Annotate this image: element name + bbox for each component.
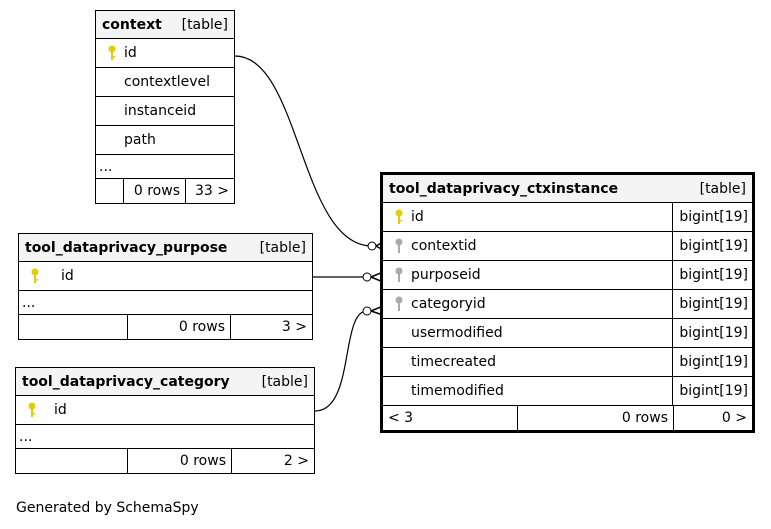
column-name: usermodified <box>411 325 503 341</box>
children-count[interactable]: 3 > <box>281 319 307 335</box>
foreign-key-icon <box>389 238 409 254</box>
column-name: timecreated <box>411 354 496 370</box>
more-columns: ... <box>16 425 314 449</box>
ctxinstance-table[interactable]: tool_dataprivacy_ctxinstance [table] id … <box>380 172 755 433</box>
row-count: 0 rows <box>128 315 231 339</box>
table-name: context <box>102 16 162 33</box>
column-row[interactable]: contextlevel <box>96 68 234 97</box>
column-row[interactable]: purposeid bigint[19] <box>383 261 752 290</box>
column-name: id <box>124 45 137 61</box>
column-row[interactable]: id bigint[19] <box>383 203 752 232</box>
column-name: contextid <box>411 238 477 254</box>
purpose-table[interactable]: tool_dataprivacy_purpose [table] id ... … <box>18 233 313 340</box>
table-footer: 0 rows 2 > <box>16 449 314 473</box>
column-row[interactable]: path <box>96 126 234 155</box>
row-count: 0 rows <box>124 179 186 203</box>
table-type: [table] <box>261 373 308 390</box>
column-type: bigint[19] <box>672 377 752 405</box>
column-row[interactable]: id <box>16 396 314 425</box>
column-row[interactable]: usermodified bigint[19] <box>383 319 752 348</box>
category-link-circle <box>362 306 372 316</box>
table-name: tool_dataprivacy_ctxinstance <box>389 180 619 197</box>
context-link-circle <box>367 241 377 251</box>
table-footer: 0 rows 33 > <box>96 179 234 203</box>
table-header: tool_dataprivacy_purpose [table] <box>19 234 312 262</box>
row-count: 0 rows <box>518 406 674 430</box>
table-footer: 0 rows 3 > <box>19 315 312 339</box>
foreign-key-icon <box>389 267 409 283</box>
column-type: bigint[19] <box>672 290 752 318</box>
column-name: instanceid <box>124 103 197 119</box>
table-header: context [table] <box>96 11 234 39</box>
context-to-ctxinstance-line <box>234 55 373 247</box>
column-name: categoryid <box>411 296 486 312</box>
column-type: bigint[19] <box>672 261 752 289</box>
column-row[interactable]: id <box>19 262 312 291</box>
table-header: tool_dataprivacy_ctxinstance [table] <box>383 175 752 203</box>
column-type: bigint[19] <box>672 203 752 231</box>
category-table[interactable]: tool_dataprivacy_category [table] id ...… <box>15 367 315 474</box>
parents-count[interactable]: < 3 <box>383 406 518 430</box>
table-type: [table] <box>699 180 746 197</box>
column-name: purposeid <box>411 267 481 283</box>
column-name: contextlevel <box>124 74 211 90</box>
column-row[interactable]: categoryid bigint[19] <box>383 290 752 319</box>
row-count: 0 rows <box>128 449 232 473</box>
context-table[interactable]: context [table] id contextlevel instance… <box>95 10 235 204</box>
children-count[interactable]: 2 > <box>283 453 309 469</box>
category-to-ctxinstance-line <box>314 310 368 412</box>
table-name: tool_dataprivacy_category <box>22 373 230 390</box>
table-type: [table] <box>181 16 228 33</box>
primary-key-icon <box>102 45 122 61</box>
column-type: bigint[19] <box>672 319 752 347</box>
table-type: [table] <box>259 239 306 256</box>
primary-key-icon <box>25 268 45 284</box>
more-columns: ... <box>96 155 234 179</box>
column-row[interactable]: instanceid <box>96 97 234 126</box>
children-count[interactable]: 0 > <box>721 410 747 426</box>
foreign-key-icon <box>389 296 409 312</box>
column-row[interactable]: timecreated bigint[19] <box>383 348 752 377</box>
column-type: bigint[19] <box>672 232 752 260</box>
purpose-link-circle <box>362 272 372 282</box>
primary-key-icon <box>22 402 42 418</box>
column-name: path <box>124 132 156 148</box>
column-name: id <box>411 209 424 225</box>
primary-key-icon <box>389 209 409 225</box>
generator-credit: Generated by SchemaSpy <box>16 500 199 516</box>
column-row[interactable]: timemodified bigint[19] <box>383 377 752 406</box>
column-type: bigint[19] <box>672 348 752 376</box>
table-header: tool_dataprivacy_category [table] <box>16 368 314 396</box>
column-name: id <box>61 268 74 284</box>
table-name: tool_dataprivacy_purpose <box>25 239 228 256</box>
column-name: id <box>54 402 67 418</box>
table-footer: < 3 0 rows 0 > <box>383 406 752 430</box>
column-row[interactable]: contextid bigint[19] <box>383 232 752 261</box>
column-name: timemodified <box>411 383 504 399</box>
column-row[interactable]: id <box>96 39 234 68</box>
children-count[interactable]: 33 > <box>195 183 229 199</box>
more-columns: ... <box>19 291 312 315</box>
